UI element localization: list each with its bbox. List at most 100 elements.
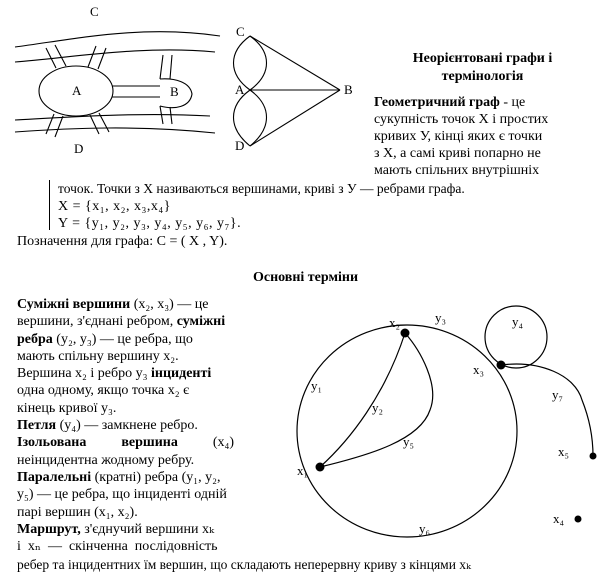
definition-text: - це bbox=[499, 95, 526, 110]
label-y2: y₂ bbox=[372, 400, 383, 415]
term-text: одна одному, якщо точка x₂ є bbox=[17, 383, 190, 399]
graph-notation: Позначення для графа: C = ( X , Y). bbox=[17, 234, 228, 249]
fig2-label-d: D bbox=[235, 138, 244, 153]
section-title-terms: Основні терміни bbox=[252, 270, 359, 285]
term-line: Паралельні (кратні) ребра (y₁, y₂, bbox=[17, 469, 279, 486]
term-line: Вершина x₂ і ребро y₃ інциденті bbox=[17, 365, 279, 382]
term-bold: Суміжні вершини bbox=[17, 297, 131, 312]
term-line: Суміжні вершини (x₂, x₃) — це bbox=[17, 296, 279, 313]
term-text: і xₙ — скінченна послідовність bbox=[17, 539, 218, 555]
island-a bbox=[38, 65, 114, 117]
edge-y5 bbox=[319, 332, 434, 468]
term-text: мають спільну вершину x₂. bbox=[17, 348, 179, 364]
term-line: одна одному, якщо точка x₂ є bbox=[17, 382, 279, 399]
term-bold: Ізольована вершина bbox=[17, 435, 178, 451]
label-x5: x₅ bbox=[558, 444, 569, 459]
fig1-label-c: C bbox=[90, 4, 99, 19]
label-y3: y₃ bbox=[435, 310, 446, 325]
route-definition-end: ребер та інцидентних їм вершин, що склад… bbox=[17, 557, 471, 572]
fig1-label-b: B bbox=[170, 84, 179, 99]
term-text: парі вершин (x₁, x₂). bbox=[17, 504, 138, 520]
term-line: вершини, з'єднані ребром, суміжні bbox=[17, 313, 279, 330]
label-y5: y₅ bbox=[403, 434, 414, 449]
river-bank-top-inner bbox=[14, 49, 216, 63]
label-y1: y₁ bbox=[311, 378, 322, 393]
term-line: Петля (y₄) — замкнене ребро. bbox=[17, 417, 279, 434]
label-x3: x₃ bbox=[473, 362, 484, 377]
label-y6: y₆ bbox=[419, 521, 430, 536]
island-b bbox=[159, 78, 193, 109]
definition-line: сукупність точок X і простих bbox=[374, 112, 549, 127]
fig1-label-d: D bbox=[74, 141, 83, 156]
bridge bbox=[45, 44, 67, 69]
term-line: ребра (y₂, y₃) — це ребра, що bbox=[17, 331, 279, 348]
section-title-graphs: Неорієнтовані графи і термінологія bbox=[412, 51, 553, 84]
term-text: (x₄) bbox=[177, 435, 235, 451]
terms-graph-figure bbox=[296, 305, 594, 538]
vertex-x4 bbox=[574, 515, 582, 523]
definition-line: з X, а самі криві попарно не bbox=[374, 146, 541, 161]
set-x: X = {x₁, x₂, x₃,x₄} bbox=[58, 199, 171, 214]
river-bank-bottom-inner bbox=[14, 113, 211, 121]
term-text: (y₂, y₃) — це ребра, що bbox=[52, 331, 193, 347]
term-bold: ребра bbox=[17, 331, 53, 347]
term-line: мають спільну вершину x₂. bbox=[17, 348, 279, 365]
definition-line-full: точок. Точки з X називаються вершинами, … bbox=[58, 181, 465, 196]
fig2-label-b: B bbox=[344, 82, 353, 97]
term-text: y₅) — це ребра, що інциденті одній bbox=[17, 487, 227, 503]
definition-line: Геометричний граф - це bbox=[374, 94, 525, 111]
bridges-graph-figure bbox=[233, 35, 341, 147]
label-x4: x₄ bbox=[553, 511, 565, 526]
term-line: Маршрут, з'єднучий вершини xₖ bbox=[17, 521, 279, 538]
edge-y2 bbox=[319, 332, 406, 468]
edge-y6-y1-circle bbox=[296, 324, 518, 538]
term-bold: суміжні bbox=[176, 314, 226, 330]
term-bold: Петля bbox=[17, 418, 57, 434]
term-text: (кратні) ребра (y₁, y₂, bbox=[91, 469, 221, 485]
fig1-label-a: A bbox=[72, 83, 82, 98]
terms-column: Суміжні вершини (x₂, x₃) — це вершини, з… bbox=[17, 296, 279, 555]
term-line: y₅) — це ребра, що інциденті одній bbox=[17, 486, 279, 503]
vertex-x1 bbox=[315, 462, 325, 472]
term-text: неінцидентна жодному ребру. bbox=[17, 452, 195, 468]
fig2-label-a: A bbox=[235, 82, 245, 97]
label-y4: y₄ bbox=[512, 314, 524, 329]
river-bank-top bbox=[14, 31, 221, 48]
fig2-label-c: C bbox=[236, 24, 245, 39]
definition-line: мають спільних внутрішніх bbox=[374, 163, 540, 178]
bridge bbox=[159, 54, 173, 80]
bridge bbox=[87, 45, 107, 70]
edge-y7 bbox=[500, 363, 594, 457]
river-bank-bottom bbox=[14, 127, 216, 134]
term-line: неінцидентна жодному ребру. bbox=[17, 452, 279, 469]
term-line: кінець кривої y₃. bbox=[17, 400, 279, 417]
definition-line: кривих У, кінці яких є точки bbox=[374, 129, 543, 144]
set-y: Y = {y₁, y₂, y₃, y₄, y₅, y₆, y₇}. bbox=[58, 216, 242, 231]
vertex-x2 bbox=[400, 328, 410, 338]
term-text: з'єднучий вершини xₖ bbox=[80, 521, 215, 537]
definition-term: Геометричний граф bbox=[374, 95, 500, 110]
term-text: Вершина x₂ і ребро y₃ bbox=[17, 366, 148, 382]
vertex-x3 bbox=[496, 360, 506, 370]
label-y7: y₇ bbox=[552, 387, 563, 402]
label-x2: x₂ bbox=[389, 315, 400, 330]
term-text: вершини, з'єднані ребром, bbox=[17, 314, 174, 330]
term-line: і xₙ — скінченна послідовність bbox=[17, 538, 279, 555]
bridge bbox=[89, 112, 110, 135]
bridge bbox=[45, 113, 64, 138]
term-line: Ізольована вершина (x₄) bbox=[17, 434, 279, 451]
term-bold: Маршрут, bbox=[17, 521, 81, 537]
left-rule bbox=[49, 180, 50, 230]
edge-y4-loop bbox=[484, 305, 548, 369]
term-text: (y₄) — замкнене ребро. bbox=[56, 418, 198, 434]
term-line: парі вершин (x₁, x₂). bbox=[17, 504, 279, 521]
bridge bbox=[112, 85, 160, 98]
term-text: кінець кривої y₃. bbox=[17, 400, 117, 416]
vertex-x5 bbox=[589, 452, 597, 460]
term-bold: Паралельні bbox=[17, 469, 92, 485]
term-text: (x₂, x₃) — це bbox=[130, 297, 209, 312]
bridge bbox=[159, 105, 173, 125]
term-bold: інциденті bbox=[151, 366, 212, 382]
label-x1: x₁ bbox=[297, 463, 308, 478]
